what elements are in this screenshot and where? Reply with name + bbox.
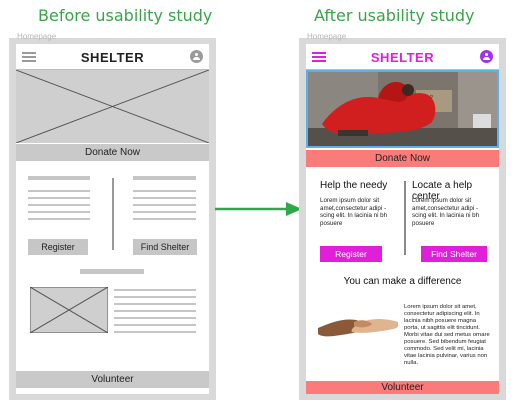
before-phone-screen: SHELTER Donate Now Register Find Shelter xyxy=(16,44,209,394)
text-line xyxy=(28,197,90,199)
help-the-needy-title: Help the needy xyxy=(320,180,388,191)
after-heading: After usability study xyxy=(314,6,475,25)
breadcrumb: Homepage xyxy=(17,32,57,41)
heading-placeholder xyxy=(28,176,90,180)
breadcrumb: Homepage xyxy=(307,32,347,41)
make-a-difference-text: Lorem ipsum dolor sit amet, consectetur … xyxy=(404,304,490,366)
text-line xyxy=(133,218,196,220)
register-button[interactable]: Register xyxy=(320,246,382,262)
holding-hands-image xyxy=(318,306,398,344)
locate-help-center-title: Locate a help center xyxy=(412,180,473,202)
text-line xyxy=(133,190,196,192)
text-line xyxy=(28,190,90,192)
volunteer-button[interactable]: Volunteer xyxy=(306,381,499,394)
text-line xyxy=(114,296,196,298)
brand-title: SHELTER xyxy=(80,50,145,65)
text-line xyxy=(133,204,196,206)
text-line xyxy=(28,218,90,220)
find-shelter-button[interactable]: Find Shelter xyxy=(133,239,197,255)
text-line xyxy=(28,211,90,213)
text-line xyxy=(133,211,196,213)
heading-placeholder xyxy=(80,269,144,274)
text-line xyxy=(114,324,196,326)
text-line xyxy=(114,303,196,305)
brand-title: SHELTER xyxy=(370,50,435,65)
hero-image-placeholder xyxy=(16,70,209,143)
before-header: SHELTER xyxy=(16,44,209,70)
arrow-right-icon xyxy=(215,202,302,216)
find-shelter-button[interactable]: Find Shelter xyxy=(421,246,487,262)
text-line xyxy=(28,204,90,206)
register-button[interactable]: Register xyxy=(28,239,88,255)
after-phone-screen: SHELTER HELP Donate Now Help the needy L… xyxy=(306,44,499,394)
text-line xyxy=(133,197,196,199)
before-heading: Before usability study xyxy=(38,6,213,25)
after-mockup: Homepage SHELTER HELP D xyxy=(299,32,506,400)
heading-placeholder xyxy=(133,176,196,180)
locate-help-center-text: Lorem ipsum dolor sit amet,consectetur a… xyxy=(412,197,480,227)
text-line xyxy=(114,331,196,333)
make-a-difference-title: You can make a difference xyxy=(343,276,462,287)
text-line xyxy=(114,317,196,319)
hamburger-menu-icon[interactable] xyxy=(312,52,326,62)
after-header: SHELTER xyxy=(306,44,499,70)
image-placeholder xyxy=(30,287,108,333)
user-avatar-icon[interactable] xyxy=(190,50,203,63)
donate-now-button[interactable]: Donate Now xyxy=(16,144,209,161)
donate-now-button[interactable]: Donate Now xyxy=(306,150,499,167)
hamburger-menu-icon[interactable] xyxy=(22,52,36,62)
text-line xyxy=(114,289,196,291)
hero-photo: HELP xyxy=(306,70,499,148)
text-line xyxy=(114,310,196,312)
column-divider xyxy=(404,181,406,255)
user-avatar-icon[interactable] xyxy=(480,50,493,63)
before-wireframe: Homepage SHELTER Donate Now Register xyxy=(9,32,216,400)
help-the-needy-text: Lorem ipsum dolor sit amet,consectetur a… xyxy=(320,197,388,227)
column-divider xyxy=(112,178,114,250)
volunteer-button[interactable]: Volunteer xyxy=(16,371,209,388)
